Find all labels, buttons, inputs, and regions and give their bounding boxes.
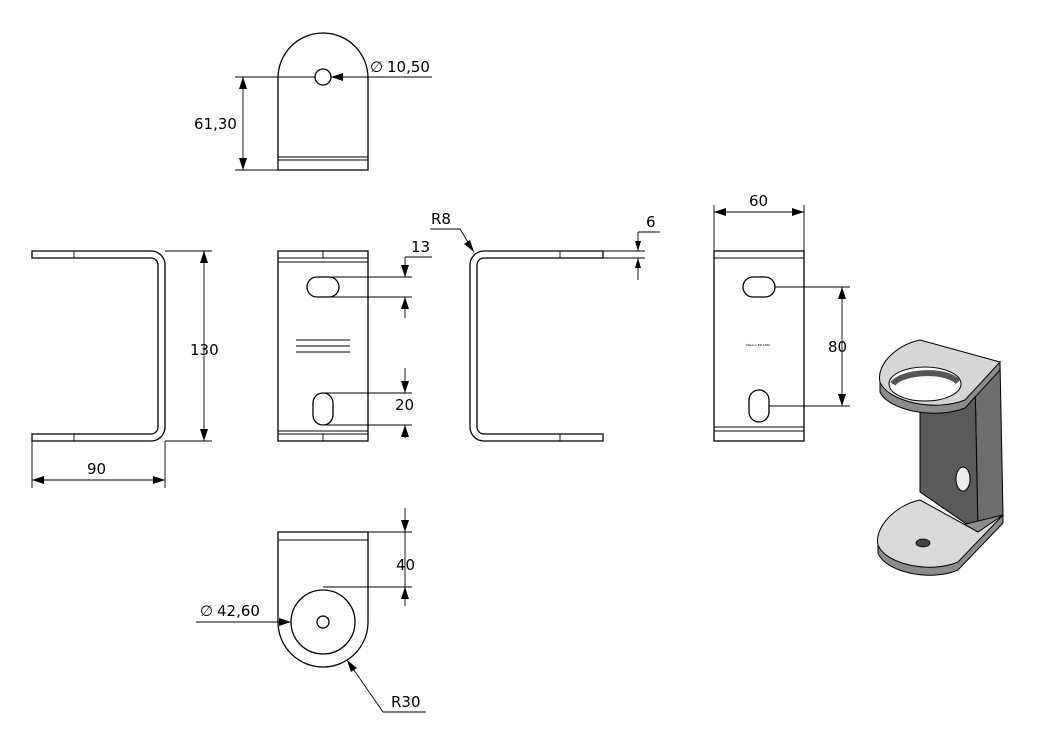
big-hole-dia-label: 42,60: [217, 602, 260, 620]
top-height-label: 61,30: [194, 115, 237, 133]
top-hole-dia-symbol: ∅: [370, 58, 383, 76]
back-lower-slot: [748, 389, 770, 423]
right-u-outline: [469, 250, 604, 442]
left-u-outline: [31, 250, 166, 442]
back-upper-slot: [742, 276, 776, 298]
dim-slot-length: 20: [323, 368, 414, 438]
end-radius-label: R30: [391, 693, 421, 711]
back-view: Pébaco ER-1660: [713, 250, 805, 442]
dim-slot-spacing: 80: [769, 286, 850, 407]
dim-plate-width: 60: [713, 192, 805, 251]
thickness-label: 6: [646, 213, 656, 231]
iso-bottom-flange: [877, 499, 1004, 568]
large-hole: [290, 589, 356, 655]
bend-radius-label: R8: [431, 210, 451, 228]
iso-bottom-hole: [915, 538, 931, 548]
lower-slot: [312, 392, 334, 426]
iso-back-slot: [955, 466, 971, 492]
bottom-offset-label: 40: [396, 556, 415, 574]
inner-small-hole: [316, 615, 330, 629]
dim-thickness: 6: [603, 213, 660, 280]
dim-overall-height: 130: [165, 250, 219, 442]
dim-width: 90: [31, 441, 166, 488]
dim-big-hole: ∅ 42,60: [196, 602, 291, 626]
slot-width-label: 13: [411, 238, 430, 256]
left-side-view: [31, 250, 166, 442]
upper-slot: [306, 276, 340, 298]
dim-top-height: 61,30: [194, 76, 315, 171]
slot-spacing-label: 80: [828, 338, 847, 356]
top-view-outline: [277, 32, 369, 171]
dim-slot-width: 13: [323, 238, 432, 318]
isometric-view: [877, 339, 1004, 576]
small-hole: [314, 68, 332, 86]
overall-height-label: 130: [190, 341, 219, 359]
bottom-view-outline: [277, 531, 369, 668]
slot-length-label: 20: [395, 396, 414, 414]
big-hole-dia-symbol: ∅: [200, 602, 213, 620]
plate-width-label: 60: [749, 192, 768, 210]
top-view: [277, 32, 369, 171]
dim-top-hole: ∅ 10,50: [331, 58, 432, 81]
dim-bend-radius: R8: [430, 210, 475, 253]
front-view: [277, 250, 369, 442]
dim-bottom-offset: 40: [323, 508, 415, 606]
right-side-view: [469, 250, 604, 442]
back-view-outline: [713, 250, 805, 442]
dim-end-radius: R30: [346, 659, 426, 713]
width-label: 90: [87, 460, 106, 478]
bottom-view: [277, 531, 369, 668]
top-hole-dia-label: 10,50: [387, 58, 430, 76]
engraving-text: Pébaco ER-1660: [746, 343, 770, 347]
